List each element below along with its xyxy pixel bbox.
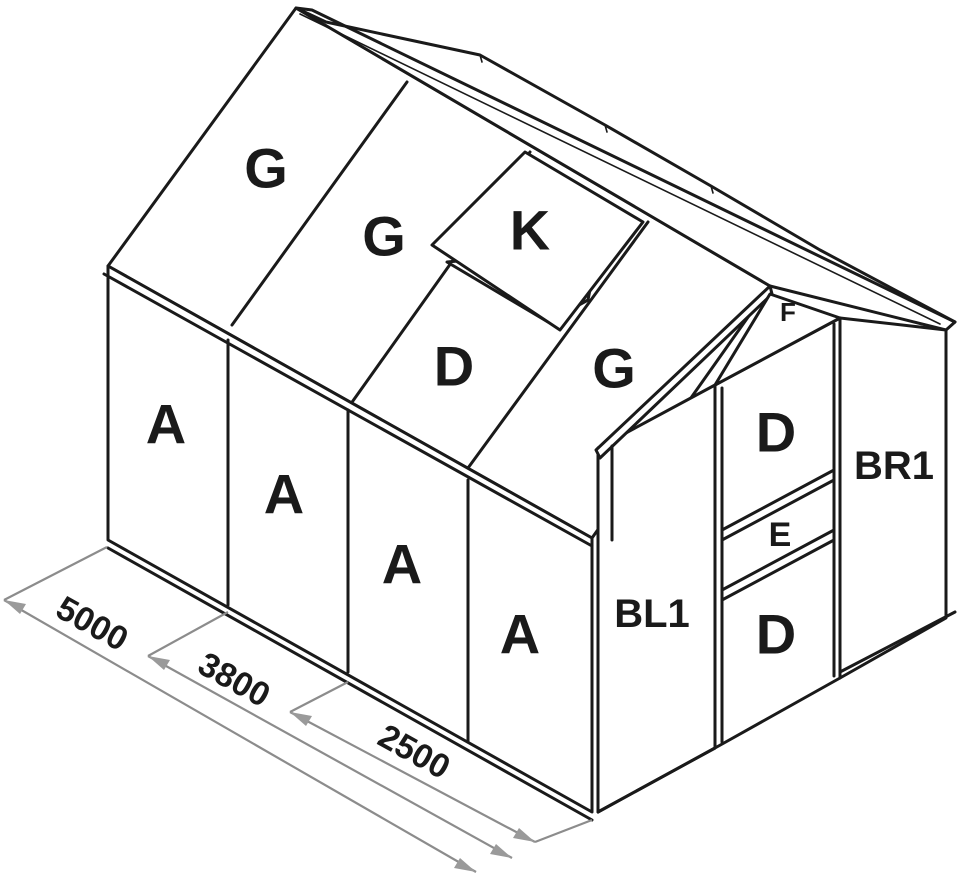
roof-front-slope	[106, 6, 772, 540]
roof-back-slope	[294, 6, 957, 332]
label-roof-vent: K	[510, 199, 550, 262]
gable-end	[594, 284, 957, 814]
label-door-upper: D	[756, 401, 796, 464]
dimension-label-outer: 5000	[50, 589, 135, 659]
side-wall	[102, 264, 594, 822]
label-roof-1: G	[244, 137, 288, 200]
label-side-2: A	[264, 463, 304, 526]
dimension-lines	[3, 546, 593, 873]
label-gable-right: BR1	[854, 444, 934, 488]
label-side-4: A	[500, 603, 540, 666]
label-roof-lower: D	[434, 335, 474, 398]
label-side-3: A	[382, 533, 422, 596]
label-gable-left: BL1	[614, 592, 690, 636]
label-door-lower: D	[756, 603, 796, 666]
label-side-1: A	[146, 393, 186, 456]
label-gable-top: F	[780, 297, 796, 327]
label-door-middle: E	[769, 516, 792, 554]
label-roof-front: G	[592, 337, 636, 400]
panel-labels: G G K D G A A A A BL1 BR1 F D E D	[146, 137, 934, 666]
label-roof-2: G	[362, 205, 406, 268]
